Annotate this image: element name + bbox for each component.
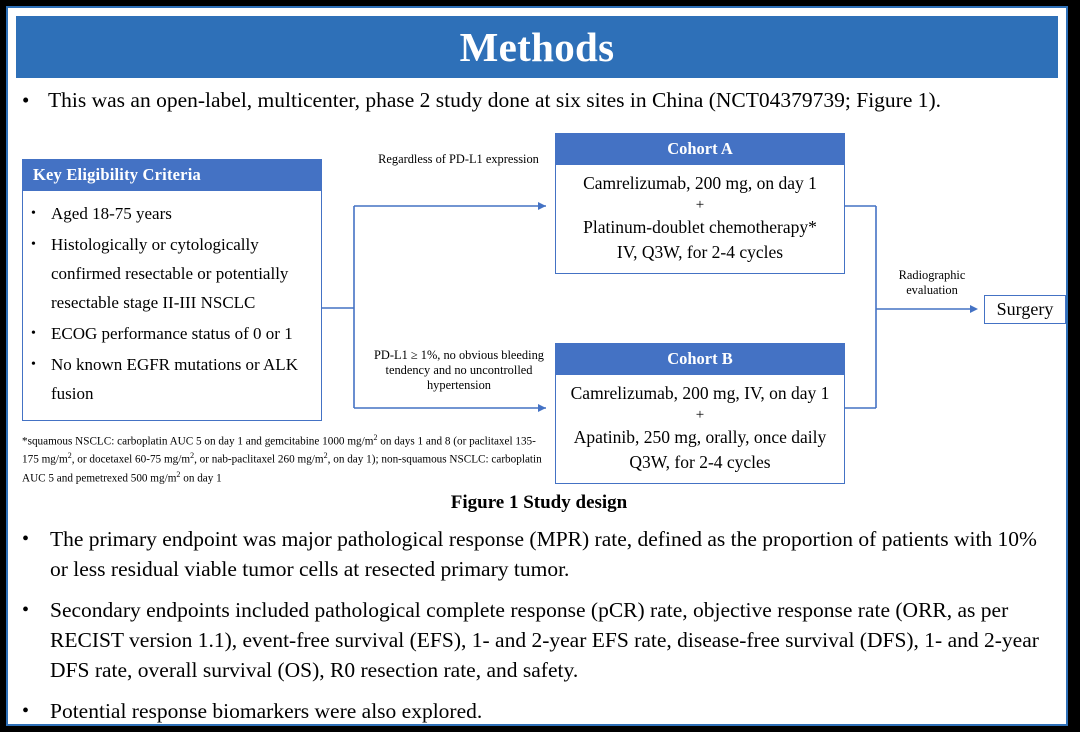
cohort-a-line: IV, Q3W, for 2-4 cycles — [616, 242, 784, 262]
bullet-glyph: • — [31, 357, 36, 372]
slide-title-band: Methods — [16, 16, 1058, 78]
bullet-glyph: • — [31, 206, 36, 221]
list-item: • ECOG performance status of 0 or 1 — [31, 319, 315, 348]
cohort-b-body: Camrelizumab, 200 mg, IV, on day 1 + Apa… — [556, 375, 844, 483]
connector-lines — [322, 202, 978, 412]
cohort-a-line: + — [695, 197, 705, 213]
cohort-b-box: Cohort B Camrelizumab, 200 mg, IV, on da… — [555, 343, 845, 484]
cohort-a-line: Camrelizumab, 200 mg, on day 1 — [583, 173, 817, 193]
footnote-sup: 2 — [373, 433, 378, 442]
eligibility-item-text: ECOG performance status of 0 or 1 — [51, 324, 293, 343]
bullet-glyph: • — [22, 599, 30, 621]
footnote-sup: 2 — [176, 469, 181, 479]
list-item: • No known EGFR mutations or ALK fusion — [31, 350, 315, 408]
connector-label-radiographic: Radiographic evaluation — [898, 268, 966, 297]
cohort-b-line: + — [695, 407, 705, 423]
eligibility-header: Key Eligibility Criteria — [23, 160, 321, 191]
cohort-a-box: Cohort A Camrelizumab, 200 mg, on day 1 … — [555, 133, 845, 274]
surgery-label: Surgery — [996, 299, 1054, 319]
footnote-seg: on day 1 — [180, 472, 222, 485]
intro-bullet-text: This was an open-label, multicenter, pha… — [48, 88, 942, 112]
bullet-glyph: • — [31, 237, 36, 252]
page-title: Methods — [459, 23, 615, 70]
bullet-glyph: • — [22, 88, 30, 112]
endpoint-text: The primary endpoint was major pathologi… — [50, 527, 1037, 581]
eligibility-item-text: Aged 18-75 years — [51, 204, 172, 223]
bullet-glyph: • — [22, 528, 30, 550]
footnote-seg: , or nab-paclitaxel 260 mg/m — [194, 454, 324, 467]
footnote-sup: 2 — [67, 451, 72, 461]
connector-label-cohort-b: PD-L1 ≥ 1%, no obvious bleeding tendency… — [374, 348, 544, 392]
list-item: • Secondary endpoints included pathologi… — [22, 595, 1056, 685]
eligibility-box: Key Eligibility Criteria • Aged 18-75 ye… — [22, 159, 322, 421]
bullet-glyph: • — [22, 700, 30, 722]
footnote-seg: , on day 1); non-squamous NSCLC: carbopl… — [22, 454, 542, 485]
footnote-sup: 2 — [190, 451, 195, 461]
bullet-glyph: • — [31, 326, 36, 341]
footnote-seg: on days 1 and 8 (or paclitaxel 135-175 m… — [22, 435, 536, 467]
cohort-b-header: Cohort B — [556, 344, 844, 375]
footnote-seg: *squamous NSCLC: carboplatin AUC 5 on da… — [22, 435, 374, 448]
study-design-figure: Key Eligibility Criteria • Aged 18-75 ye… — [8, 126, 1066, 506]
cohort-b-line: Apatinib, 250 mg, orally, once daily — [573, 427, 827, 447]
intro-bullet: • This was an open-label, multicenter, p… — [22, 86, 1052, 114]
eligibility-item-text: Histologically or cytologically confirme… — [51, 235, 289, 312]
chemotherapy-footnote: *squamous NSCLC: carboplatin AUC 5 on da… — [22, 431, 547, 486]
surgery-box: Surgery — [984, 295, 1066, 324]
endpoints-list: • The primary endpoint was major patholo… — [22, 524, 1056, 724]
cohort-a-line: Platinum-doublet chemotherapy* — [583, 217, 817, 237]
footnote-seg: , or docetaxel 60-75 mg/m — [71, 454, 191, 467]
eligibility-list: • Aged 18-75 years • Histologically or c… — [23, 191, 321, 420]
endpoint-text: Secondary endpoints included pathologica… — [50, 598, 1039, 682]
list-item: • The primary endpoint was major patholo… — [22, 524, 1056, 584]
eligibility-item-text: No known EGFR mutations or ALK fusion — [51, 355, 298, 403]
list-item: • Aged 18-75 years — [31, 199, 315, 228]
cohort-a-body: Camrelizumab, 200 mg, on day 1 + Platinu… — [556, 165, 844, 273]
slide-canvas: Methods • This was an open-label, multic… — [6, 6, 1068, 726]
connector-label-cohort-a: Regardless of PD-L1 expression — [378, 152, 539, 166]
cohort-a-header: Cohort A — [556, 134, 844, 165]
cohort-b-line: Camrelizumab, 200 mg, IV, on day 1 — [570, 383, 830, 403]
cohort-b-line: Q3W, for 2-4 cycles — [629, 452, 771, 472]
figure-caption: Figure 1 Study design — [450, 492, 628, 513]
endpoint-text: Potential response biomarkers were also … — [50, 699, 483, 723]
list-item: • Potential response biomarkers were als… — [22, 696, 1056, 724]
list-item: • Histologically or cytologically confir… — [31, 230, 315, 317]
footnote-sup: 2 — [323, 451, 328, 461]
